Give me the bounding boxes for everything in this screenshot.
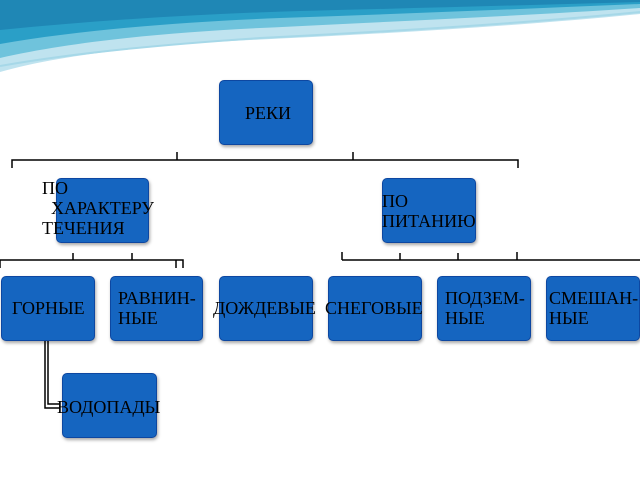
- label-smeshannye: СМЕШАН- НЫЕ: [549, 288, 639, 328]
- label-reki: РЕКИ: [245, 103, 292, 123]
- node-po-harakteru-techeniya: [56, 178, 149, 243]
- node-gornye: [1, 276, 95, 341]
- label-ravninnye: РАВНИН- НЫЕ: [118, 288, 196, 328]
- label-po-harakteru-techeniya: ПО ХАРАКТЕРУ ТЕЧЕНИЯ: [42, 178, 155, 238]
- node-po-pitaniyu: [382, 178, 476, 243]
- node-dozhdevye: [219, 276, 313, 341]
- label-podzemnye: ПОДЗЕМ- НЫЕ: [445, 288, 525, 328]
- node-smeshannye: [546, 276, 640, 341]
- label-gornye: ГОРНЫЕ: [12, 298, 85, 318]
- label-snegovye: СНЕГОВЫЕ: [325, 298, 423, 318]
- node-ravninnye: [110, 276, 203, 341]
- node-vodopady: [62, 373, 157, 438]
- decorative-wave-header: [0, 0, 640, 72]
- node-reki: [219, 80, 313, 145]
- node-snegovye: [328, 276, 422, 341]
- label-dozhdevye: ДОЖДЕВЫЕ: [213, 298, 316, 318]
- label-po-pitaniyu: ПО ПИТАНИЮ: [382, 191, 476, 231]
- label-vodopady: ВОДОПАДЫ: [57, 397, 161, 417]
- node-podzemnye: [437, 276, 531, 341]
